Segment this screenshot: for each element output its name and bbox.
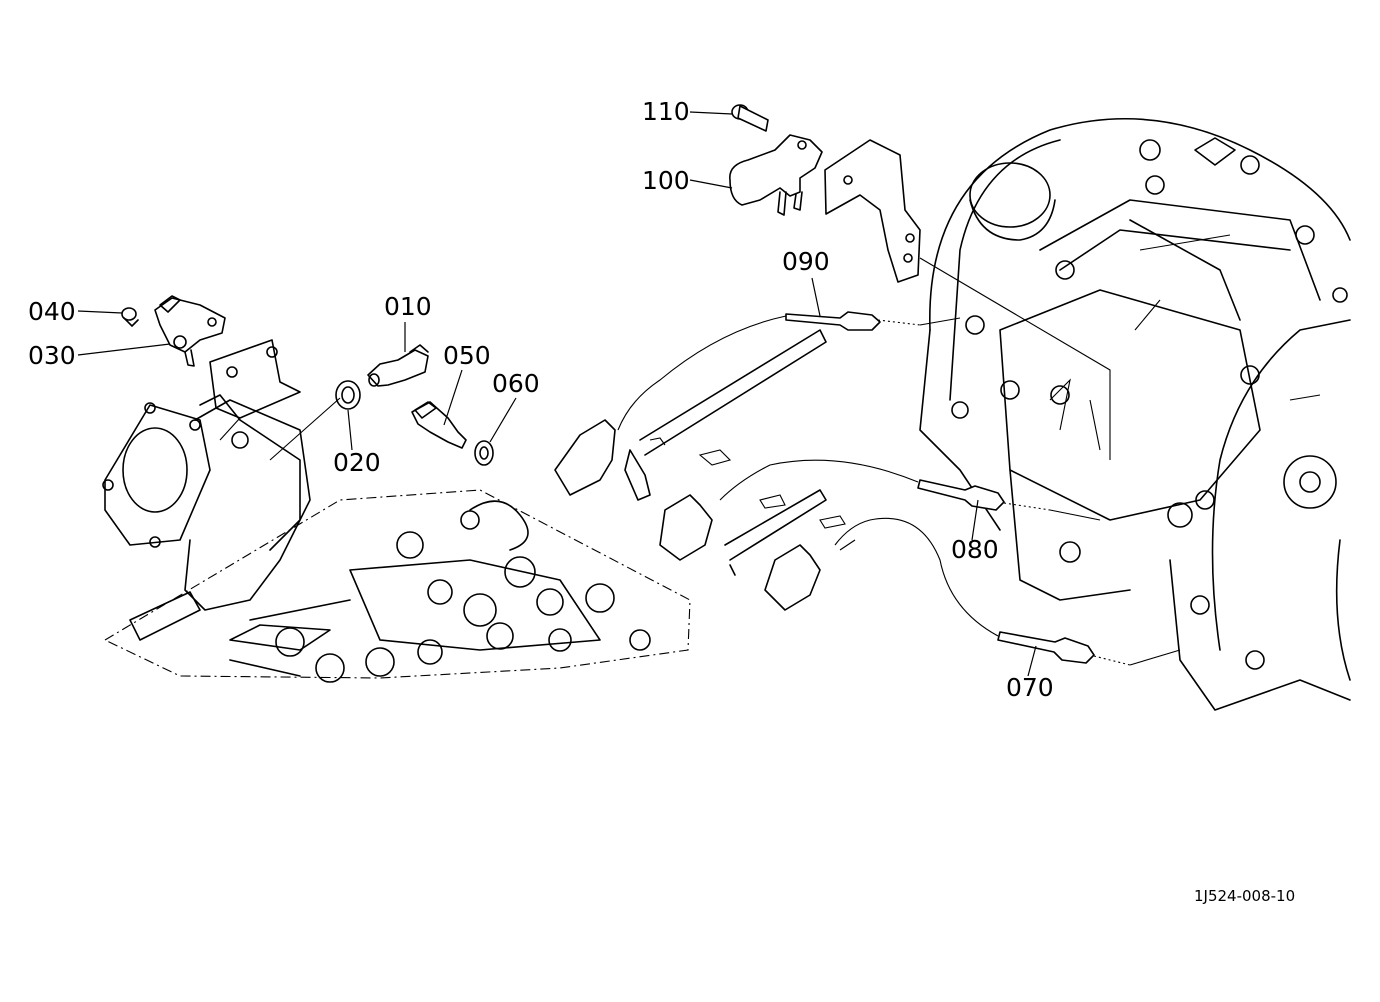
- sensor-bracket-right: [824, 139, 921, 283]
- label-060[interactable]: 060: [492, 369, 540, 398]
- part-090-temp-sensor: [554, 311, 921, 501]
- drawing-id: 1J524-008-10: [1194, 887, 1295, 905]
- intake-flange: [102, 394, 311, 611]
- label-020[interactable]: 020: [333, 448, 381, 477]
- part-080-temp-sensor: [659, 459, 1051, 576]
- part-060-washer: [474, 440, 494, 466]
- part-110-bolt: [731, 104, 769, 132]
- label-090[interactable]: 090: [782, 247, 830, 276]
- exhaust-dpf-assembly: [919, 118, 1351, 711]
- part-030-sensor: [154, 295, 226, 367]
- label-080[interactable]: 080: [951, 535, 999, 564]
- label-050[interactable]: 050: [443, 341, 491, 370]
- part-100-sensor: [729, 134, 823, 216]
- label-030[interactable]: 030: [28, 341, 76, 370]
- part-020-washer: [335, 380, 361, 410]
- cylinder-head-outline: [103, 489, 691, 683]
- part-070-temp-sensor: [764, 517, 1131, 666]
- label-070[interactable]: 070: [1006, 673, 1054, 702]
- label-110[interactable]: 110: [642, 97, 690, 126]
- part-050-sensor: [411, 401, 467, 449]
- leader-lines: [77, 111, 1181, 677]
- part-040-screw: [121, 307, 139, 327]
- part-labels: 110 100 090 040 030 010 050 060 020 080 …: [28, 97, 1054, 702]
- label-010[interactable]: 010: [384, 292, 432, 321]
- label-040[interactable]: 040: [28, 297, 76, 326]
- label-100[interactable]: 100: [642, 166, 690, 195]
- sensor-bracket-left: [209, 339, 301, 441]
- part-010-sensor: [367, 344, 429, 387]
